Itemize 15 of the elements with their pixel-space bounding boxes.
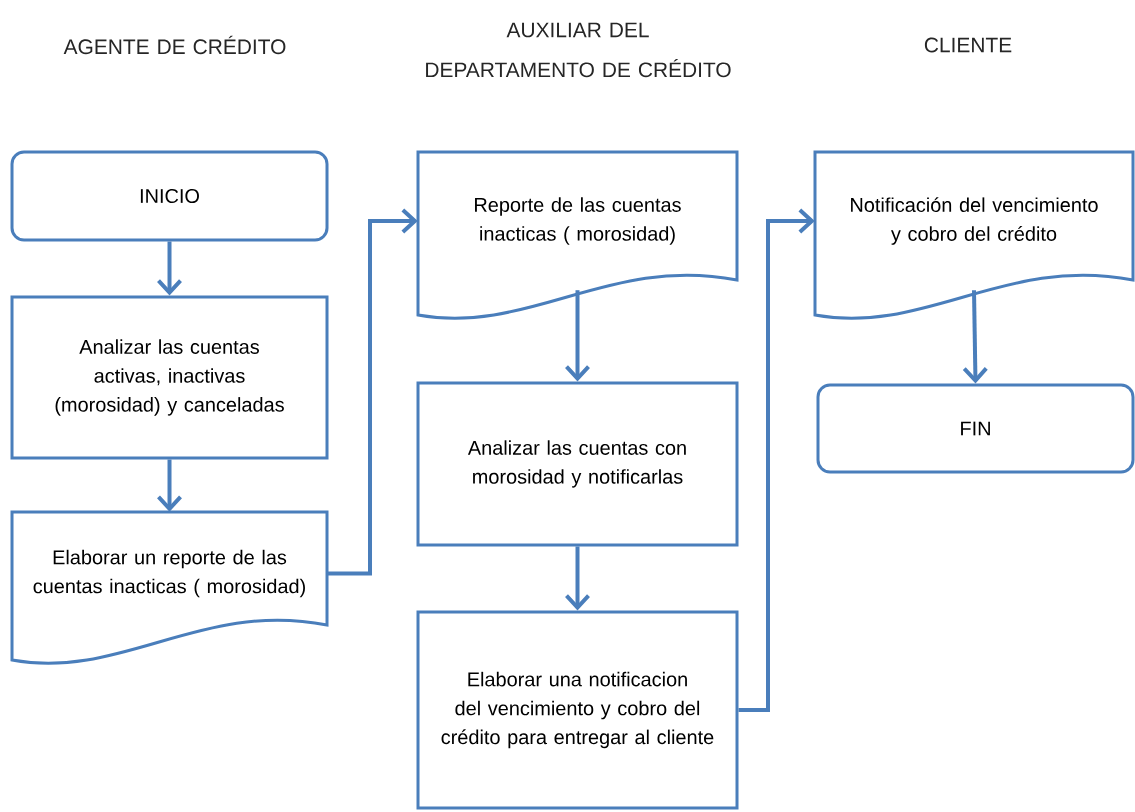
- arrow: [565, 546, 590, 611]
- terminal-box: INICIO: [10, 150, 329, 242]
- arrow: [962, 290, 988, 384]
- terminal-box: FIN: [816, 383, 1135, 474]
- arrow: [327, 208, 418, 576]
- process-box: Elaborar una notificacion del vencimiento y cobro del crédito para entregar al cliente: [416, 610, 739, 810]
- column-heading: AUXILIAR DEL DEPARTAMENTO DE CRÉDITO: [426, 22, 731, 78]
- arrow: [565, 290, 590, 382]
- arrow: [157, 459, 182, 512]
- column-heading: CLIENTE: [924, 37, 1012, 53]
- process-box: Analizar las cuentas activas, inactivas (morosidad) y canceladas: [10, 295, 329, 460]
- process-box: Analizar las cuentas con morosidad y notificarlas: [416, 381, 739, 547]
- arrow: [738, 208, 815, 712]
- column-heading: AGENTE DE CRÉDITO: [63, 35, 286, 55]
- arrow: [157, 241, 182, 296]
